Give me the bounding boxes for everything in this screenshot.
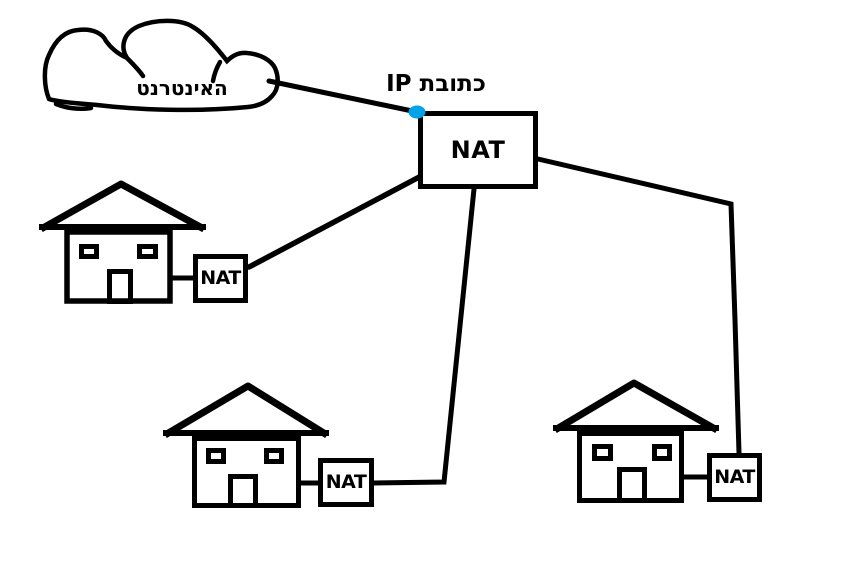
house-3-nat-label: NAT: [714, 466, 755, 488]
router-nat-box: NAT: [418, 111, 538, 189]
router-nat-label: NAT: [450, 136, 506, 164]
house-3-door: [617, 467, 647, 503]
cloud-stroke-overlap-left: [124, 55, 146, 79]
house-1-window-right: [137, 244, 158, 259]
ip-dot-layer: [408, 105, 426, 119]
house-1-roof: [39, 180, 206, 233]
house-1-nat-label: NAT: [200, 267, 241, 289]
connection-lines: [246, 78, 742, 486]
internet-cloud: [42, 18, 280, 113]
house-3-nat-box: NAT: [707, 453, 762, 502]
house-2-window-right: [264, 448, 284, 464]
house-1-nat-box: NAT: [193, 254, 248, 303]
house-3-roof: [553, 379, 719, 434]
house3-to-router-line: [535, 156, 742, 456]
house-3: [553, 379, 719, 503]
house-1: [39, 180, 206, 304]
house-1-body: [64, 229, 173, 304]
ip-dot: [408, 105, 426, 119]
house-2-nat-box: NAT: [318, 458, 374, 507]
house-1-window-left: [79, 244, 99, 259]
cloud-stroke-overlap-right: [210, 59, 223, 84]
house-2-door: [228, 474, 258, 508]
house-2-window-left: [206, 448, 226, 464]
house2-to-router-line: [371, 186, 477, 486]
internet-label: האינטרנט: [136, 76, 228, 100]
house-3-window-left: [592, 444, 613, 461]
house-2: [163, 382, 329, 508]
ip-address-label: כתובת IP: [386, 71, 486, 97]
house-1-door: [107, 269, 133, 304]
house1-to-router-line: [246, 172, 426, 270]
cloud-stroke-overlap-bottom: [53, 101, 94, 112]
house-2-roof: [163, 382, 329, 439]
house-2-nat-label: NAT: [325, 471, 367, 493]
cloud-outline: [42, 18, 280, 113]
house-3-window-right: [652, 444, 672, 461]
cloud-to-router-line: [266, 78, 420, 115]
